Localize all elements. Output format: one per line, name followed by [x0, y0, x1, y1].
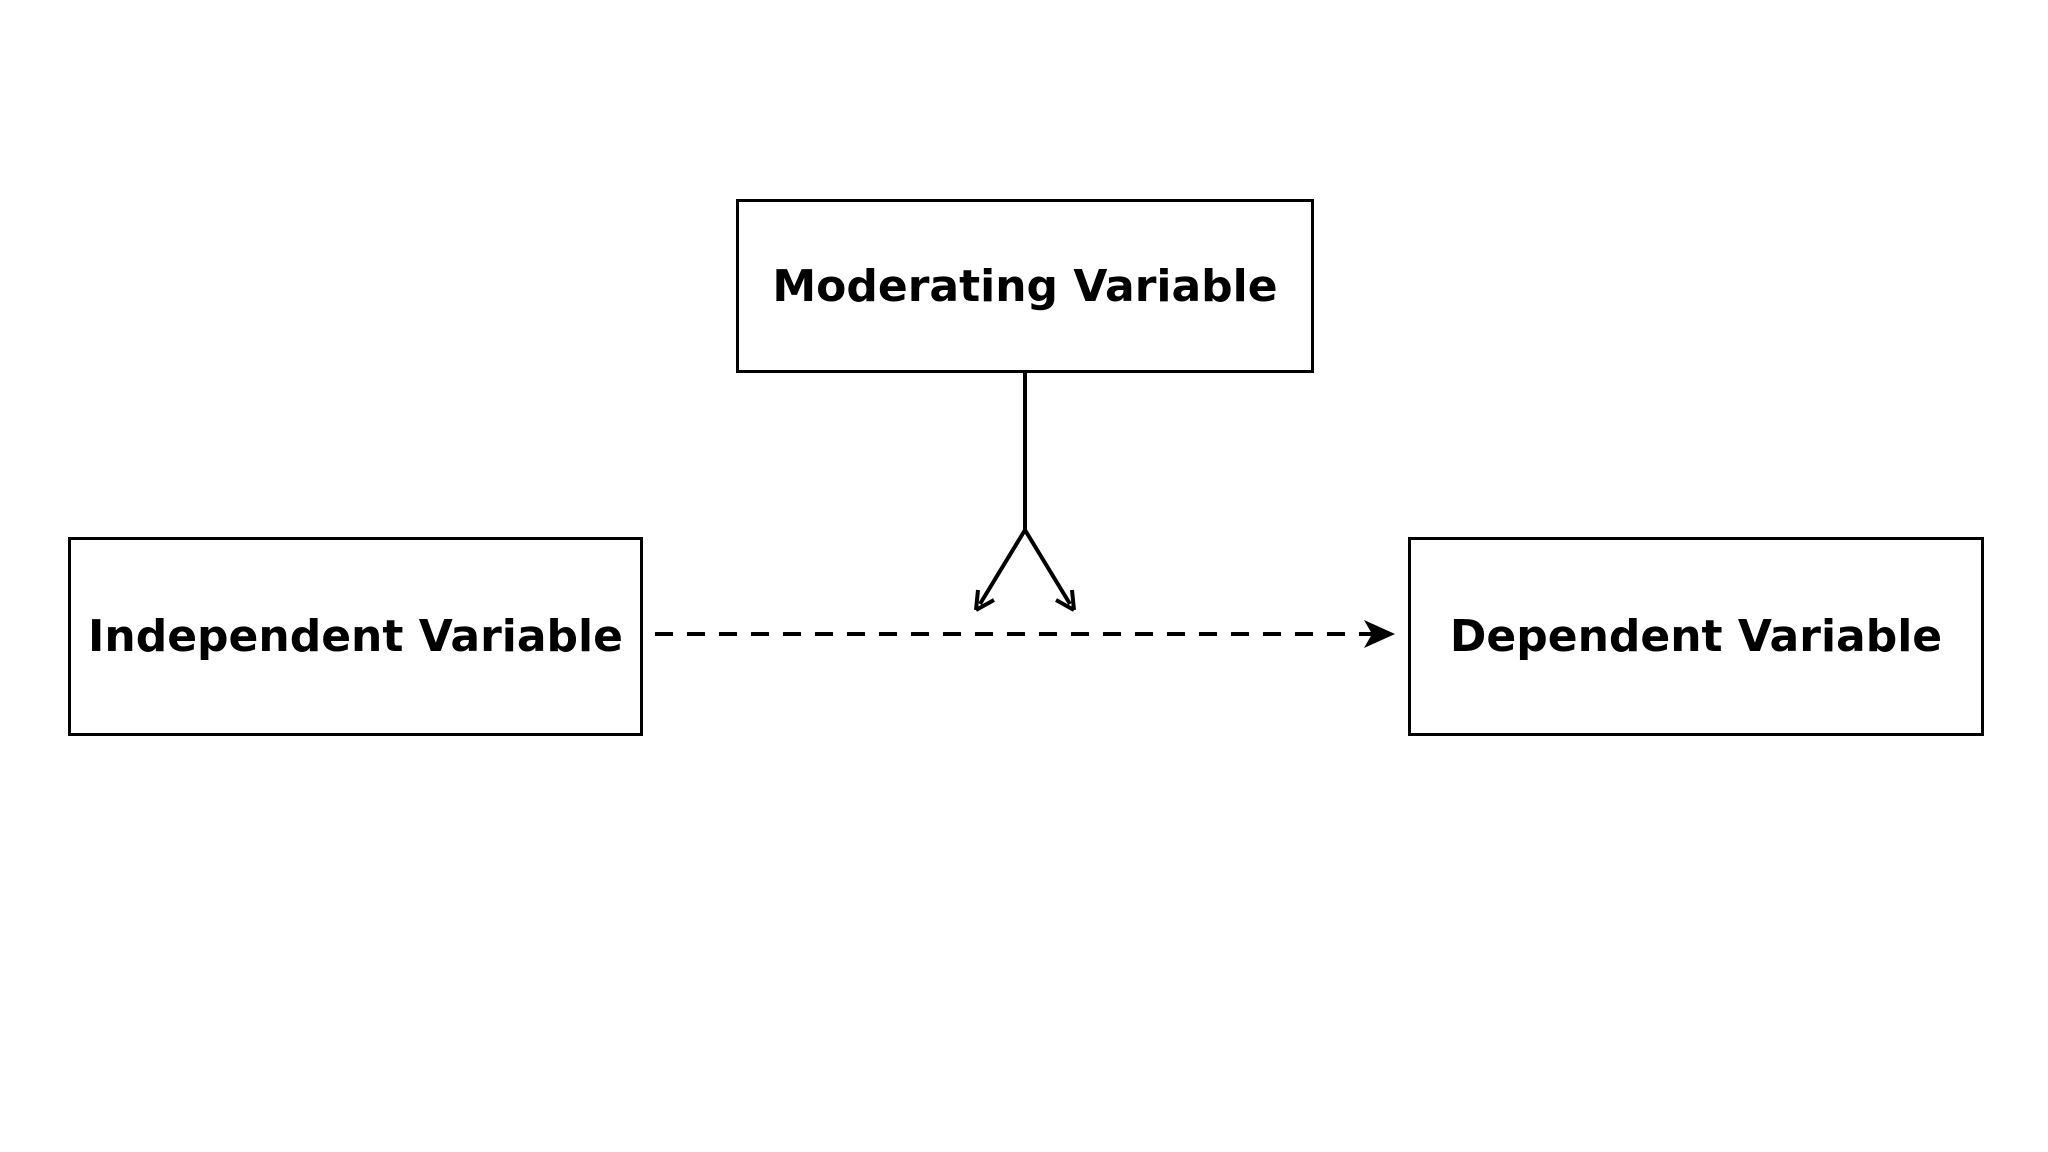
dependent-variable-box: Dependent Variable [1408, 537, 1984, 736]
independent-variable-label: Independent Variable [88, 611, 623, 662]
dependent-variable-label: Dependent Variable [1449, 611, 1943, 662]
edge-independent-to-dependent-arrowhead [1364, 620, 1395, 648]
edge-moderating-fork-right-arrowhead [1055, 589, 1076, 612]
moderating-variable-box: Moderating Variable [736, 199, 1314, 373]
edge-moderating-fork-left-arrowhead [974, 589, 995, 612]
moderating-variable-label: Moderating Variable [772, 260, 1278, 312]
edge-moderating-fork-left [978, 528, 1027, 606]
edge-moderating-fork-right [1023, 528, 1072, 606]
independent-variable-box: Independent Variable [68, 537, 643, 736]
